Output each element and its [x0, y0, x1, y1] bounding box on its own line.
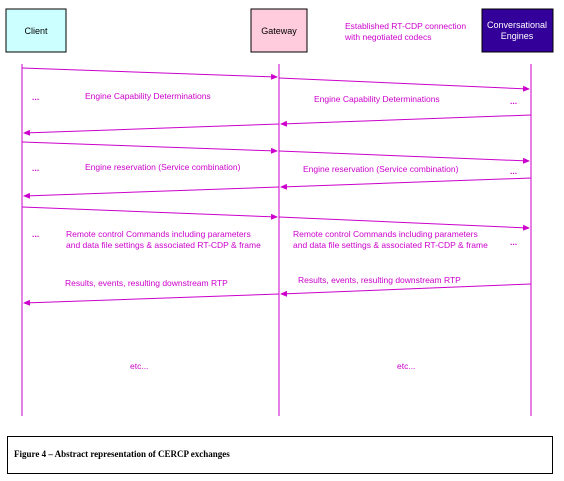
arrow-capability-engines-gateway — [280, 114, 532, 127]
label-results-right: Results, events, resulting downstream RT… — [298, 275, 461, 285]
sequence-diagram: Client Gateway Conversational Engines Es… — [5, 8, 554, 416]
gateway-box — [250, 8, 308, 53]
arrow-connect-client-gateway — [21, 67, 278, 80]
arrow-results-gateway-client — [23, 293, 280, 306]
ellipsis-remote-right: ... — [510, 237, 517, 247]
arrow-reserve-client-gateway — [21, 141, 278, 154]
figure-caption: Figure 4 – Abstract representation of CE… — [14, 449, 230, 459]
arrow-reserve-gateway-engines — [278, 150, 530, 164]
arrow-reserve-gateway-client — [23, 186, 280, 199]
client-label: Client — [24, 26, 48, 36]
engines-label-line1: Conversational — [487, 20, 547, 30]
label-reservation-right: Engine reservation (Service combination) — [303, 164, 459, 174]
gateway-label: Gateway — [261, 26, 297, 36]
arrow-reserve-engines-gateway — [280, 177, 532, 190]
label-reservation-left: Engine reservation (Service combination) — [85, 162, 241, 172]
label-remote-right-line2: and data file settings & associated RT-C… — [293, 240, 488, 250]
label-remote-left-line2: and data file settings & associated RT-C… — [66, 240, 261, 250]
arrow-capability-gateway-client — [23, 123, 280, 136]
engines-box — [481, 8, 554, 53]
ellipsis-reservation-left: ... — [32, 163, 39, 173]
client-box — [5, 8, 67, 53]
label-remote-right-line1: Remote control Commands including parame… — [293, 229, 478, 239]
arrow-results-engines-gateway — [280, 283, 532, 297]
arrow-remote-client-gateway — [21, 206, 278, 220]
label-remote-left-line1: Remote control Commands including parame… — [66, 229, 251, 239]
ellipsis-reservation-right: ... — [510, 166, 517, 176]
top-note-line1: Established RT-CDP connection — [345, 21, 466, 31]
ellipsis-capability-right: ... — [510, 96, 517, 106]
arrow-remote-gateway-engines — [278, 216, 530, 231]
label-etc-left: etc... — [130, 361, 148, 371]
ellipsis-remote-left: ... — [32, 229, 39, 239]
label-capability-left: Engine Capability Determinations — [85, 91, 211, 101]
label-capability-right: Engine Capability Determinations — [314, 94, 440, 104]
arrow-connect-gateway-engines — [278, 77, 530, 92]
figure-caption-box: Figure 4 – Abstract representation of CE… — [7, 436, 553, 474]
engines-label-line2: Engines — [501, 31, 534, 41]
label-etc-right: etc... — [397, 361, 415, 371]
ellipsis-capability-left: ... — [32, 92, 39, 102]
label-results-left: Results, events, resulting downstream RT… — [65, 278, 228, 288]
top-note-line2: with negotiated codecs — [344, 32, 431, 42]
